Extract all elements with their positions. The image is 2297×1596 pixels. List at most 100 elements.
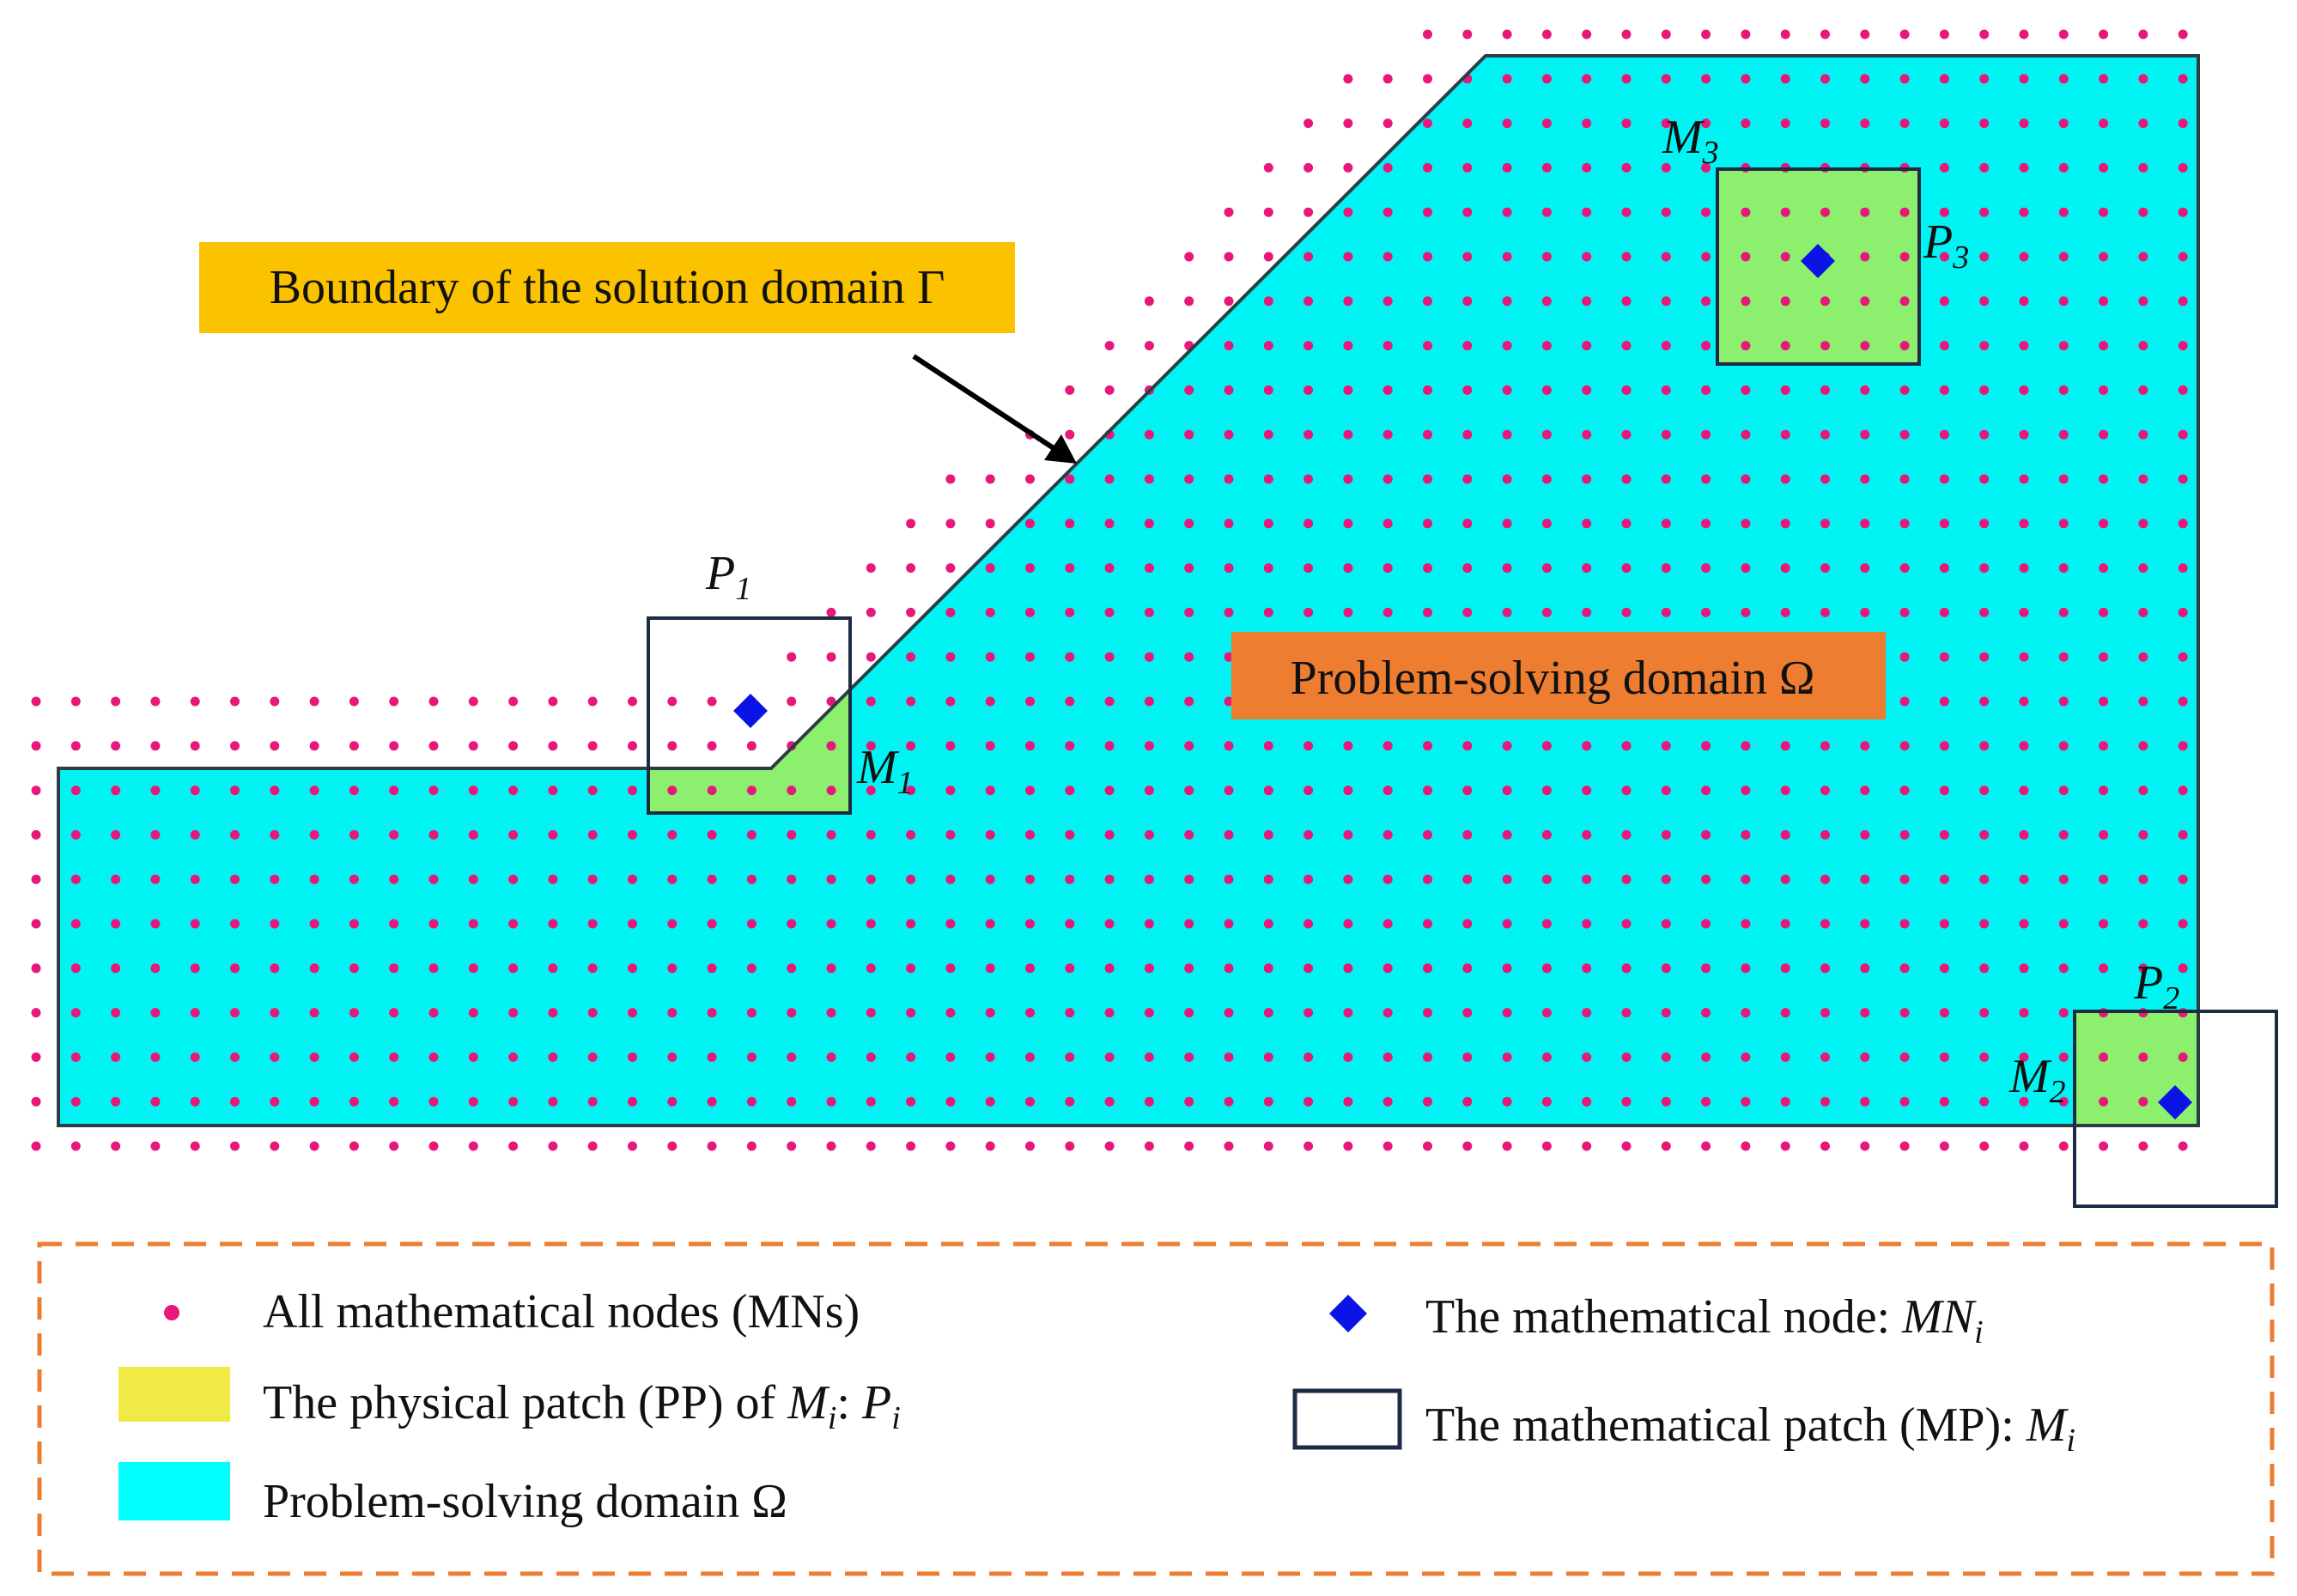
mathematical-node-dot — [826, 607, 836, 617]
mathematical-node-dot — [1462, 118, 1473, 129]
mathematical-node-dot — [2138, 1052, 2148, 1062]
mathematical-node-dot — [787, 1008, 797, 1018]
mathematical-node-dot — [1224, 207, 1234, 217]
mathematical-node-dot — [1502, 563, 1512, 573]
mathematical-node-dot — [1263, 919, 1273, 929]
mathematical-node-dot — [270, 1052, 280, 1062]
mathematical-node-dot — [985, 519, 995, 529]
mathematical-node-dot — [1423, 963, 1432, 974]
mathematical-node-dot — [1303, 385, 1314, 395]
mathematical-node-dot — [1741, 919, 1751, 929]
mathematical-node-dot — [1104, 607, 1115, 617]
mathematical-node-dot — [787, 652, 797, 662]
mathematical-node-dot — [1661, 829, 1671, 840]
mathematical-node-dot — [1343, 341, 1353, 351]
mathematical-node-dot — [2058, 741, 2069, 751]
mathematical-node-dot — [1263, 207, 1273, 217]
mathematical-node-dot — [309, 786, 319, 796]
mathematical-node-dot — [1701, 1052, 1711, 1062]
mathematical-node-dot — [2099, 519, 2109, 529]
mathematical-node-dot — [1820, 519, 1830, 529]
mathematical-node-dot — [1423, 519, 1432, 529]
mathematical-node-dot — [230, 741, 240, 751]
mathematical-node-dot — [2019, 652, 2029, 662]
mathematical-node-dot — [1144, 963, 1154, 974]
mathematical-node-dot — [1541, 829, 1552, 840]
patch-label-p1: P1 — [705, 547, 751, 607]
mathematical-node-dot — [1582, 162, 1592, 173]
mathematical-node-dot — [1382, 252, 1393, 262]
mathematical-node-dot — [1502, 963, 1512, 974]
mathematical-node-dot — [707, 1096, 717, 1107]
mathematical-node-dot — [1899, 1141, 1910, 1151]
legend-pp-swatch — [118, 1367, 230, 1422]
mathematical-node-dot — [707, 874, 717, 884]
mathematical-node-dot — [1621, 1141, 1632, 1151]
mathematical-node-dot — [1621, 341, 1632, 351]
mathematical-node-dot — [628, 786, 637, 796]
mathematical-node-dot — [985, 741, 995, 751]
mathematical-node-dot — [1621, 429, 1632, 440]
mathematical-node-dot — [1582, 786, 1592, 796]
mathematical-node-dot — [1104, 563, 1115, 573]
mathematical-node-dot — [2058, 29, 2069, 39]
mathematical-node-dot — [1541, 741, 1552, 751]
mathematical-node-dot — [1423, 74, 1432, 84]
mathematical-node-dot — [1343, 1008, 1353, 1018]
mathematical-node-dot — [945, 741, 956, 751]
mathematical-node-dot — [309, 1052, 319, 1062]
mathematical-node-dot — [1502, 1008, 1512, 1018]
mathematical-node-dot — [985, 1052, 995, 1062]
mathematical-node-dot — [1263, 341, 1273, 351]
mathematical-node-dot — [70, 829, 81, 840]
mathematical-node-dot — [2178, 341, 2188, 351]
mathematical-node-dot — [1224, 341, 1234, 351]
mathematical-node-dot — [746, 829, 757, 840]
mathematical-node-dot — [1382, 296, 1393, 306]
mathematical-node-dot — [190, 741, 200, 751]
mathematical-node-dot — [1899, 696, 1910, 707]
mathematical-node-dot — [667, 1141, 678, 1151]
mathematical-node-dot — [1104, 652, 1115, 662]
mathematical-node-dot — [1263, 429, 1273, 440]
mathematical-node-dot — [1979, 741, 1990, 751]
mathematical-node-dot — [707, 963, 717, 974]
mathematical-node-dot — [349, 741, 359, 751]
mathematical-node-dot — [826, 652, 836, 662]
mathematical-node-dot — [945, 1052, 956, 1062]
mathematical-node-dot — [1899, 874, 1910, 884]
mathematical-node-dot — [667, 1008, 678, 1018]
mathematical-node-dot — [1939, 296, 1949, 306]
mathematical-node-dot — [1462, 1141, 1473, 1151]
mathematical-node-dot — [2058, 74, 2069, 84]
mathematical-node-dot — [1939, 474, 1949, 484]
mathematical-node-dot — [2138, 474, 2148, 484]
mathematical-node-dot — [1979, 118, 1990, 129]
mathematical-node-dot — [1939, 874, 1949, 884]
mathematical-node-dot — [1582, 29, 1592, 39]
mathematical-node-dot — [1899, 29, 1910, 39]
mathematical-node-dot — [111, 1096, 121, 1107]
mathematical-node-dot — [2138, 607, 2148, 617]
mathematical-node-dot — [1939, 1141, 1949, 1151]
mathematical-node-dot — [389, 1141, 399, 1151]
mathematical-node-dot — [31, 1096, 41, 1107]
mathematical-node-dot — [1979, 252, 1990, 262]
mathematical-node-dot — [548, 1052, 558, 1062]
mathematical-node-dot — [1462, 741, 1473, 751]
mathematical-node-dot — [1661, 741, 1671, 751]
mathematical-node-dot — [1423, 607, 1432, 617]
mathematical-node-dot — [1025, 786, 1035, 796]
mathematical-node-dot — [111, 919, 121, 929]
mathematical-node-dot — [1382, 207, 1393, 217]
mathematical-node-dot — [1224, 919, 1234, 929]
mathematical-node-dot — [1343, 874, 1353, 884]
mathematical-node-dot — [707, 919, 717, 929]
mathematical-node-dot — [1701, 162, 1711, 173]
mathematical-node-dot — [1741, 296, 1751, 306]
mathematical-node-dot — [2099, 652, 2109, 662]
mathematical-node-dot — [787, 874, 797, 884]
legend-all-nodes-label: All mathematical nodes (MNs) — [263, 1285, 860, 1338]
mathematical-node-dot — [985, 696, 995, 707]
mathematical-node-dot — [1184, 474, 1194, 484]
